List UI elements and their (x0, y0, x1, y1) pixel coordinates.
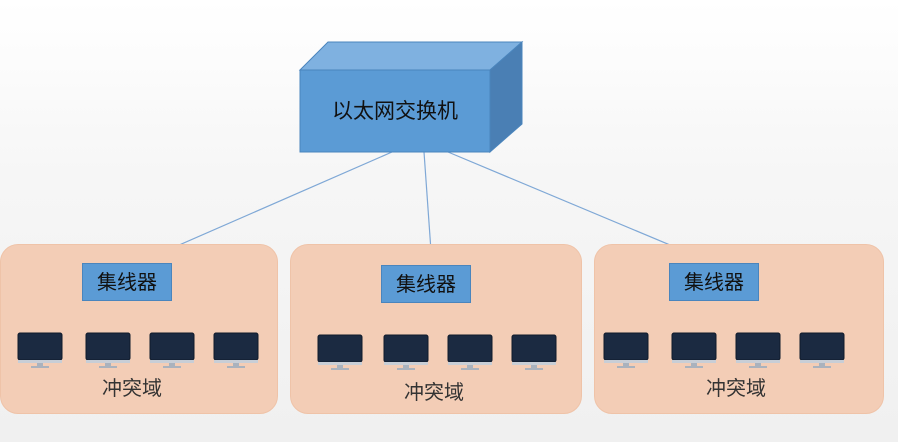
monitor-chin-d2-pc4 (512, 362, 556, 365)
monitor-stand-d2-pc1 (331, 368, 349, 370)
hub-1: 集线器 (82, 263, 172, 301)
computer-monitor-d2-pc1 (317, 334, 363, 363)
monitor-stand-d1-pc3 (163, 366, 181, 368)
ethernet-switch (299, 69, 491, 153)
switch-label: 以太网交换机 (332, 99, 458, 123)
monitor-stand-d3-pc1 (617, 366, 635, 368)
monitor-neck-d3-pc1 (623, 363, 629, 366)
monitor-neck-d3-pc2 (691, 363, 697, 366)
computer-monitor-d1-pc1 (17, 332, 63, 361)
computer-monitor-d3-pc1 (603, 332, 649, 361)
computer-monitor-d2-pc3 (447, 334, 493, 363)
computer-monitor-d2-pc4 (511, 334, 557, 363)
monitor-neck-d2-pc4 (531, 365, 537, 368)
monitor-neck-d1-pc1 (37, 363, 43, 366)
monitor-stand-d3-pc2 (685, 366, 703, 368)
hub-2: 集线器 (381, 265, 471, 303)
monitor-stand-d2-pc4 (525, 368, 543, 370)
computer-monitor-d1-pc2 (85, 332, 131, 361)
collision-domain-label-2: 冲突域 (404, 380, 464, 404)
monitor-stand-d1-pc2 (99, 366, 117, 368)
monitor-neck-d3-pc4 (819, 363, 825, 366)
monitor-stand-d3-pc4 (813, 366, 831, 368)
computer-monitor-d1-pc4 (213, 332, 259, 361)
monitor-stand-d2-pc3 (461, 368, 479, 370)
computer-monitor-d3-pc2 (671, 332, 717, 361)
monitor-chin-d1-pc3 (150, 360, 194, 363)
computer-monitor-d1-pc3 (149, 332, 195, 361)
monitor-neck-d1-pc3 (169, 363, 175, 366)
monitor-stand-d1-pc1 (31, 366, 49, 368)
monitor-chin-d3-pc2 (672, 360, 716, 363)
monitor-chin-d3-pc3 (736, 360, 780, 363)
monitor-chin-d1-pc2 (86, 360, 130, 363)
monitor-chin-d2-pc1 (318, 362, 362, 365)
switch-top-face (298, 41, 524, 71)
monitor-stand-d3-pc3 (749, 366, 767, 368)
computer-monitor-d3-pc4 (799, 332, 845, 361)
monitor-neck-d2-pc3 (467, 365, 473, 368)
monitor-chin-d2-pc2 (384, 362, 428, 365)
monitor-chin-d3-pc4 (800, 360, 844, 363)
collision-domain-label-1: 冲突域 (102, 376, 162, 400)
monitor-stand-d2-pc2 (397, 368, 415, 370)
computer-monitor-d2-pc2 (383, 334, 429, 363)
monitor-neck-d1-pc2 (105, 363, 111, 366)
monitor-neck-d3-pc3 (755, 363, 761, 366)
monitor-neck-d1-pc4 (233, 363, 239, 366)
hub-3: 集线器 (669, 263, 759, 301)
monitor-stand-d1-pc4 (227, 366, 245, 368)
collision-domain-label-3: 冲突域 (706, 376, 766, 400)
computer-monitor-d3-pc3 (735, 332, 781, 361)
monitor-chin-d1-pc4 (214, 360, 258, 363)
monitor-chin-d2-pc3 (448, 362, 492, 365)
monitor-chin-d3-pc1 (604, 360, 648, 363)
monitor-neck-d2-pc1 (337, 365, 343, 368)
monitor-chin-d1-pc1 (18, 360, 62, 363)
monitor-neck-d2-pc2 (403, 365, 409, 368)
